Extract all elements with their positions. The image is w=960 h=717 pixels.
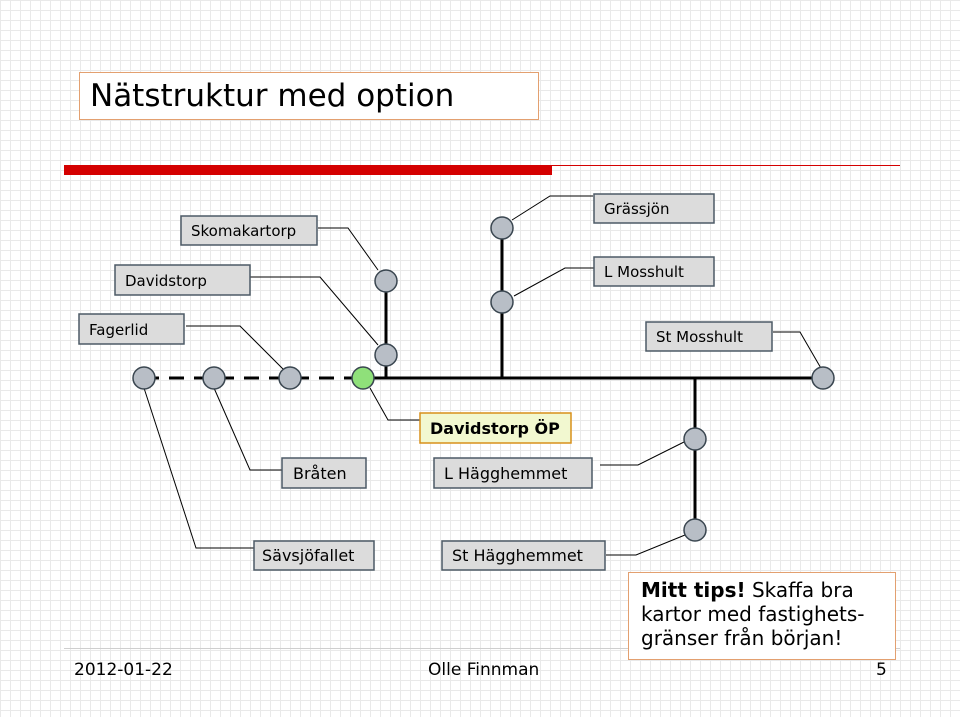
label-l-hagghemmet-text: L Hägghemmet [444,464,567,483]
leader-l-hagghemmet [600,441,685,466]
label-braten: Bråten [281,457,367,489]
label-fagerlid: Fagerlid [78,313,185,345]
label-st-mosshult-text: St Mosshult [656,328,743,346]
tips-box: Mitt tips! Skaffa bra kartor med fastigh… [628,572,896,660]
label-savsjofallet-text: Sävsjöfallet [262,546,354,565]
footer-page-number: 5 [876,660,887,680]
label-davidstorp-op-text: Davidstorp ÖP [430,419,560,438]
label-grassjon: Grässjön [593,193,715,224]
node-fagerlid [278,366,302,390]
label-st-hagghemmet: St Hägghemmet [441,540,606,571]
label-l-hagghemmet: L Hägghemmet [433,457,593,489]
tips-bold: Mitt tips! [641,578,746,602]
label-davidstorp: Davidstorp [114,264,251,296]
label-l-mosshult-text: L Mosshult [604,263,684,281]
label-grassjon-text: Grässjön [604,200,669,218]
footer-date: 2012-01-22 [74,660,173,680]
footer-divider [64,648,900,649]
leader-st-mosshult [773,331,823,371]
label-st-hagghemmet-text: St Hägghemmet [452,546,583,565]
label-davidstorp-text: Davidstorp [125,272,207,290]
leader-grassjon [511,195,593,221]
leader-davidstorp [250,276,379,346]
label-davidstorp-op: Davidstorp ÖP [419,412,572,444]
label-st-mosshult: St Mosshult [645,321,773,352]
leader-st-hagghemmet [606,534,686,556]
label-braten-text: Bråten [293,464,347,483]
node-st-hagghemmet [683,518,707,542]
title-accent-bar [64,165,552,175]
callout-leaders [143,195,823,556]
tips-line1: Skaffa bra [745,578,854,602]
node-savsjofallet [132,366,156,390]
label-fagerlid-text: Fagerlid [89,321,148,339]
leader-l-mosshult [513,267,595,297]
node-grassjon [490,216,514,240]
node-l-hagghemmet [683,427,707,451]
leader-fagerlid [186,325,285,371]
leader-braten [213,387,282,471]
label-l-mosshult: L Mosshult [593,256,715,287]
node-davidstorp [374,343,398,367]
tips-line3: gränser från början! [641,626,843,650]
footer-author: Olle Finnman [428,660,540,680]
nodes [132,216,835,542]
node-braten [202,366,226,390]
tips-line2: kartor med fastighets- [641,602,865,626]
leader-savsjofallet [143,387,254,549]
slide-title: Nätstruktur med option [90,78,455,114]
leader-skomakartorp [318,227,379,271]
label-savsjofallet: Sävsjöfallet [253,540,375,571]
leader-davidstorp-op [369,387,420,421]
node-davidstorp-op [351,366,375,390]
label-skomakartorp-text: Skomakartorp [191,222,296,240]
label-skomakartorp: Skomakartorp [180,215,318,246]
title-box: Nätstruktur med option [79,72,539,120]
node-l-mosshult [490,290,514,314]
title-accent-line [552,165,900,166]
node-st-mosshult [811,366,835,390]
node-skomakartorp [374,269,398,293]
